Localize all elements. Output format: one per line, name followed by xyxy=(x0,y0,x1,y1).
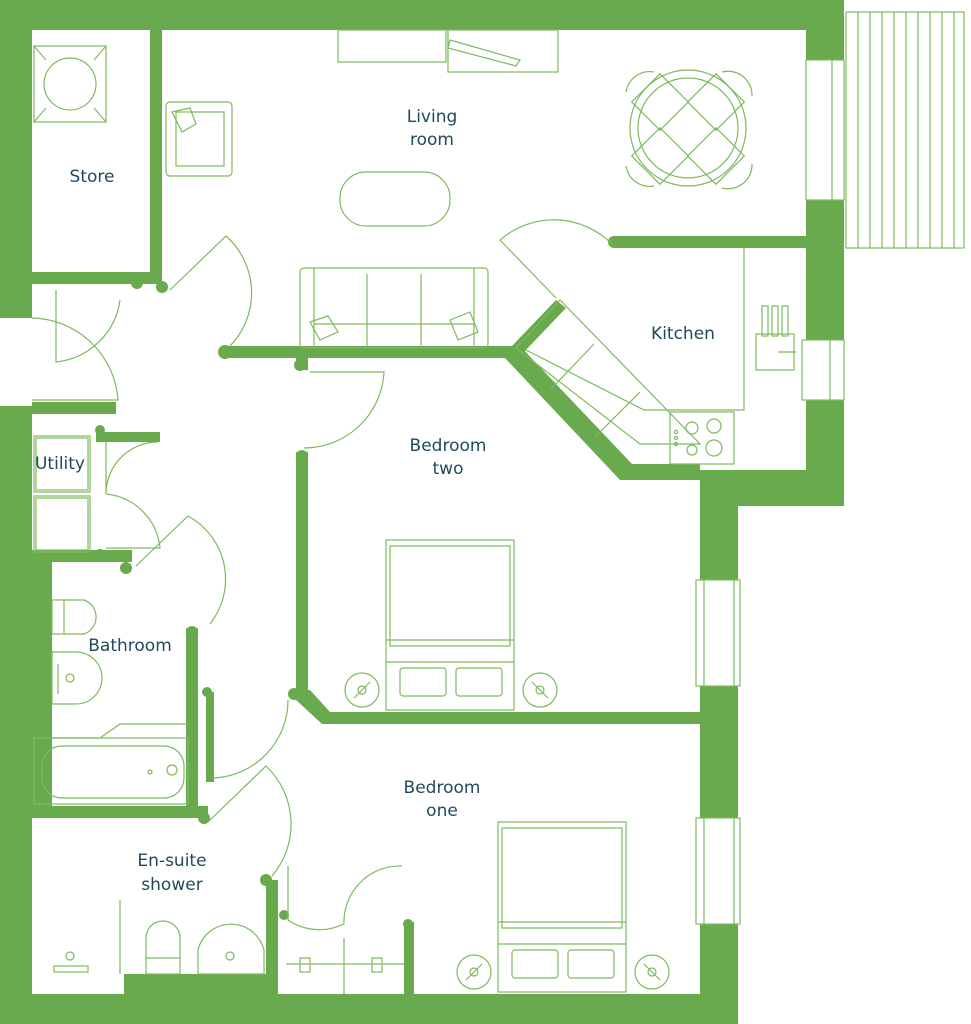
label-bedroom-one-line2: one xyxy=(426,801,458,821)
doors xyxy=(31,219,613,931)
kitchen-fixtures xyxy=(515,248,796,465)
ensuite-fixtures xyxy=(53,900,265,975)
utility-fixtures xyxy=(33,435,91,553)
label-bedroom-one-line1: Bedroom xyxy=(404,778,481,798)
living-room-furniture xyxy=(165,29,753,349)
label-bedroom-two-line1: Bedroom xyxy=(410,436,487,456)
label-utility: Utility xyxy=(35,454,85,474)
label-store: Store xyxy=(70,167,115,187)
label-kitchen: Kitchen xyxy=(651,324,715,344)
label-bedroom-two-line2: two xyxy=(433,459,464,479)
walls xyxy=(0,0,844,1024)
bathroom-fixtures xyxy=(33,599,189,805)
bedroom-one-furniture xyxy=(286,821,670,994)
wall-ends xyxy=(94,236,620,929)
label-living-room-line1: Living xyxy=(407,107,458,127)
label-living-room-line2: room xyxy=(410,130,454,150)
label-ensuite-line1: En-suite xyxy=(137,851,206,871)
label-ensuite-line2: shower xyxy=(141,875,202,895)
balcony-decking xyxy=(845,11,965,249)
label-bathroom: Bathroom xyxy=(88,636,172,656)
windows xyxy=(695,59,845,925)
room-labels: Store Living room Kitchen Utility Bedroo… xyxy=(35,107,715,895)
bedroom-two-furniture xyxy=(344,539,558,711)
store-fixtures xyxy=(33,45,107,123)
